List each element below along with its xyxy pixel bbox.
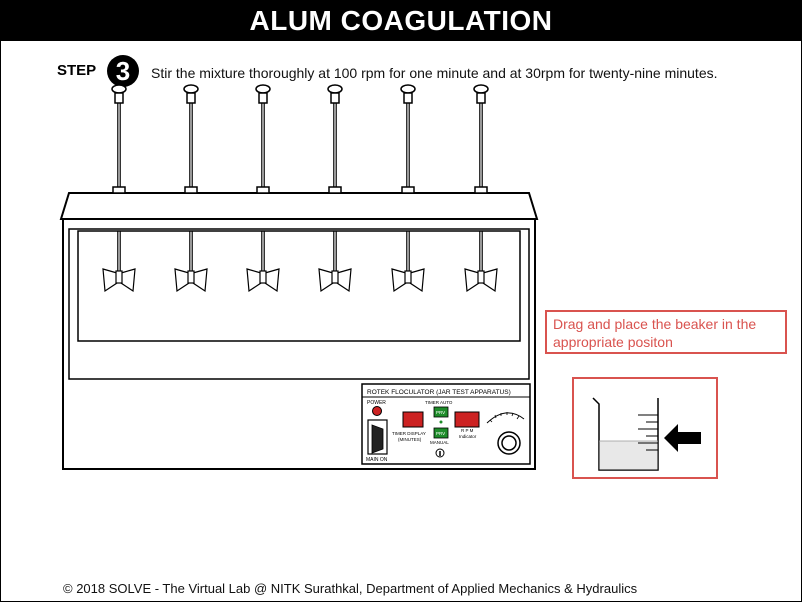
beaker-illustration [592,397,701,471]
power-indicator-light [372,406,382,416]
jar-test-apparatus: ROTEK FLOCULATOR (JAR TEST APPARATUS) PO… [59,84,539,470]
main-on-label: MAIN ON [366,457,388,463]
stirrer-1 [102,84,136,293]
stirrer-5 [391,84,425,293]
hint-message: Drag and place the beaker in the appropr… [545,310,787,354]
timer-led [439,420,443,424]
stirrer-4 [318,84,352,293]
control-panel: ROTEK FLOCULATOR (JAR TEST APPARATUS) PO… [361,383,531,465]
rpm-label: R P M [461,428,474,433]
stirrer-3 [246,84,280,293]
step-number-badge: 3 [107,55,139,87]
manual-button[interactable] [433,427,449,439]
rpm-display [454,411,480,428]
cabinet-top [59,192,539,220]
power-label: POWER [367,400,386,406]
stirrer-6 [464,84,498,293]
auto-button-label: PRV [436,410,445,415]
beaker-drop-target[interactable] [572,377,718,479]
page-title: ALUM COAGULATION [1,1,801,41]
minutes-label: (MINUTES) [398,437,422,442]
auto-button[interactable] [433,406,449,418]
dial-ticks [489,412,520,423]
jar-window [77,230,521,342]
beaker[interactable] [592,397,659,471]
footer-credits: © 2018 SOLVE - The Virtual Lab @ NITK Su… [63,581,638,596]
stirrer-2 [174,84,208,293]
speed-knob-cap [501,435,517,451]
manual-label: MANUAL [430,440,449,445]
timer-auto-label: TIMER AUTO [425,400,453,405]
indicator-label: Indicator [459,434,477,439]
panel-heading: ROTEK FLOCULATOR (JAR TEST APPARATUS) [367,389,511,396]
arrow-left-icon [664,424,701,452]
step-instruction: Stir the mixture thoroughly at 100 rpm f… [151,65,718,81]
manual-button-label: PRV [436,431,445,436]
timer-display-label: TIMER DISPLAY [392,431,426,436]
timer-display [402,411,424,428]
step-label: STEP [57,62,97,79]
switch-rocker [371,424,384,454]
